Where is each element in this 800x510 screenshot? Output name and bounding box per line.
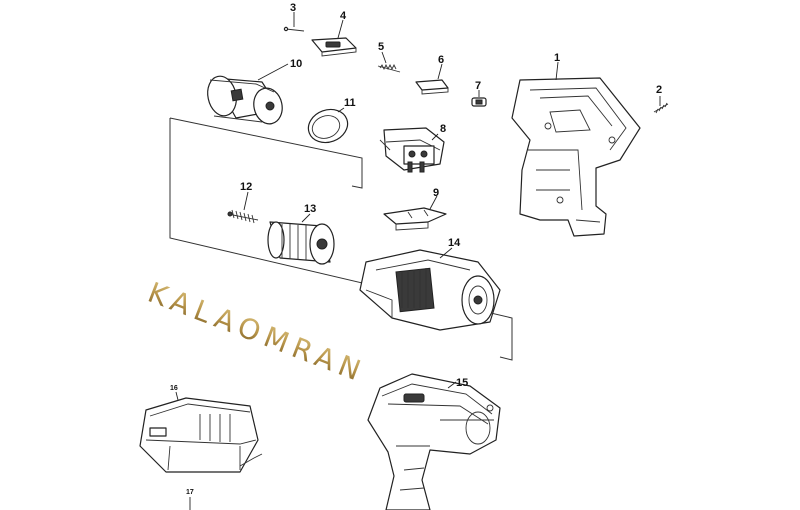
part-label-7: 7 [475,80,481,92]
part-label-4: 4 [340,10,347,22]
part-10-motor [207,63,289,125]
part-label-17: 17 [186,489,194,496]
part-2-screw [653,96,669,114]
part-label-11: 11 [344,97,356,109]
part-15-drill-housing [367,373,501,510]
part-16-charger [139,391,263,473]
part-label-6: 6 [438,54,444,66]
part-label-14: 14 [448,237,461,249]
part-label-1: 1 [554,52,560,64]
part-label-5: 5 [378,41,384,53]
part-label-3: 3 [290,2,296,14]
part-3-pin [283,12,305,32]
part-4-switch-plate [311,19,357,57]
part-7-bushing [471,90,487,107]
part-label-10: 10 [290,58,302,70]
part-5-spring-pin [377,51,401,73]
part-label-12: 12 [240,181,252,193]
part-label-9: 9 [433,187,439,199]
part-label-13: 13 [304,203,316,215]
part-13-gear-unit [267,213,335,265]
watermark-kalaomran: KALAOMRAN [143,276,370,389]
part-12-spring [227,191,259,224]
assembly-frame-outline [169,117,513,361]
part-label-16: 16 [170,385,178,392]
part-label-15: 15 [456,377,468,389]
part-8-trigger-switch [379,127,445,173]
part-14-gearbox [359,247,501,331]
part-1-housing-half [511,61,641,237]
part-label-8: 8 [440,123,446,135]
part-label-2: 2 [656,84,662,96]
part-9-switch-base [383,195,447,231]
part-6-slide-block [415,63,449,95]
part-11-disc-cap [307,107,349,144]
